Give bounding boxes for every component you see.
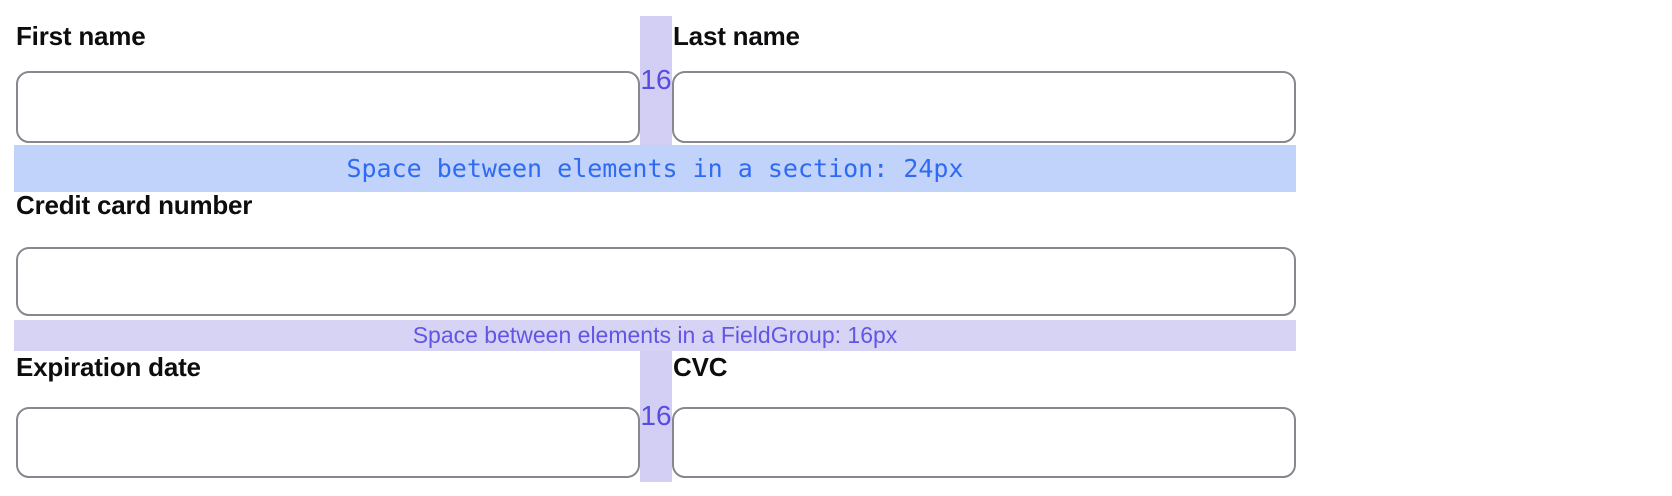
cvc-label: CVC [673,352,728,382]
expiration-date-input[interactable] [16,407,640,478]
column-gap-size-label-bottom: 16 [640,400,672,431]
column-gap-highlight-bottom [640,351,672,482]
first-name-input[interactable] [16,71,640,143]
fieldgroup-gap-band: Space between elements in a FieldGroup: … [14,320,1296,351]
section-gap-band: Space between elements in a section: 24p… [14,145,1296,192]
column-gap-size-label-top: 16 [640,64,672,95]
section-gap-band-text: Space between elements in a section: 24p… [346,154,964,183]
credit-card-number-label: Credit card number [16,190,253,220]
column-gap-highlight-top [640,16,672,145]
credit-card-number-input[interactable] [16,247,1296,316]
first-name-label: First name [16,21,146,51]
last-name-label: Last name [673,21,800,51]
expiration-date-label: Expiration date [16,352,201,382]
fieldgroup-gap-band-text: Space between elements in a FieldGroup: … [412,322,898,348]
last-name-input[interactable] [672,71,1296,143]
cvc-input[interactable] [672,407,1296,478]
